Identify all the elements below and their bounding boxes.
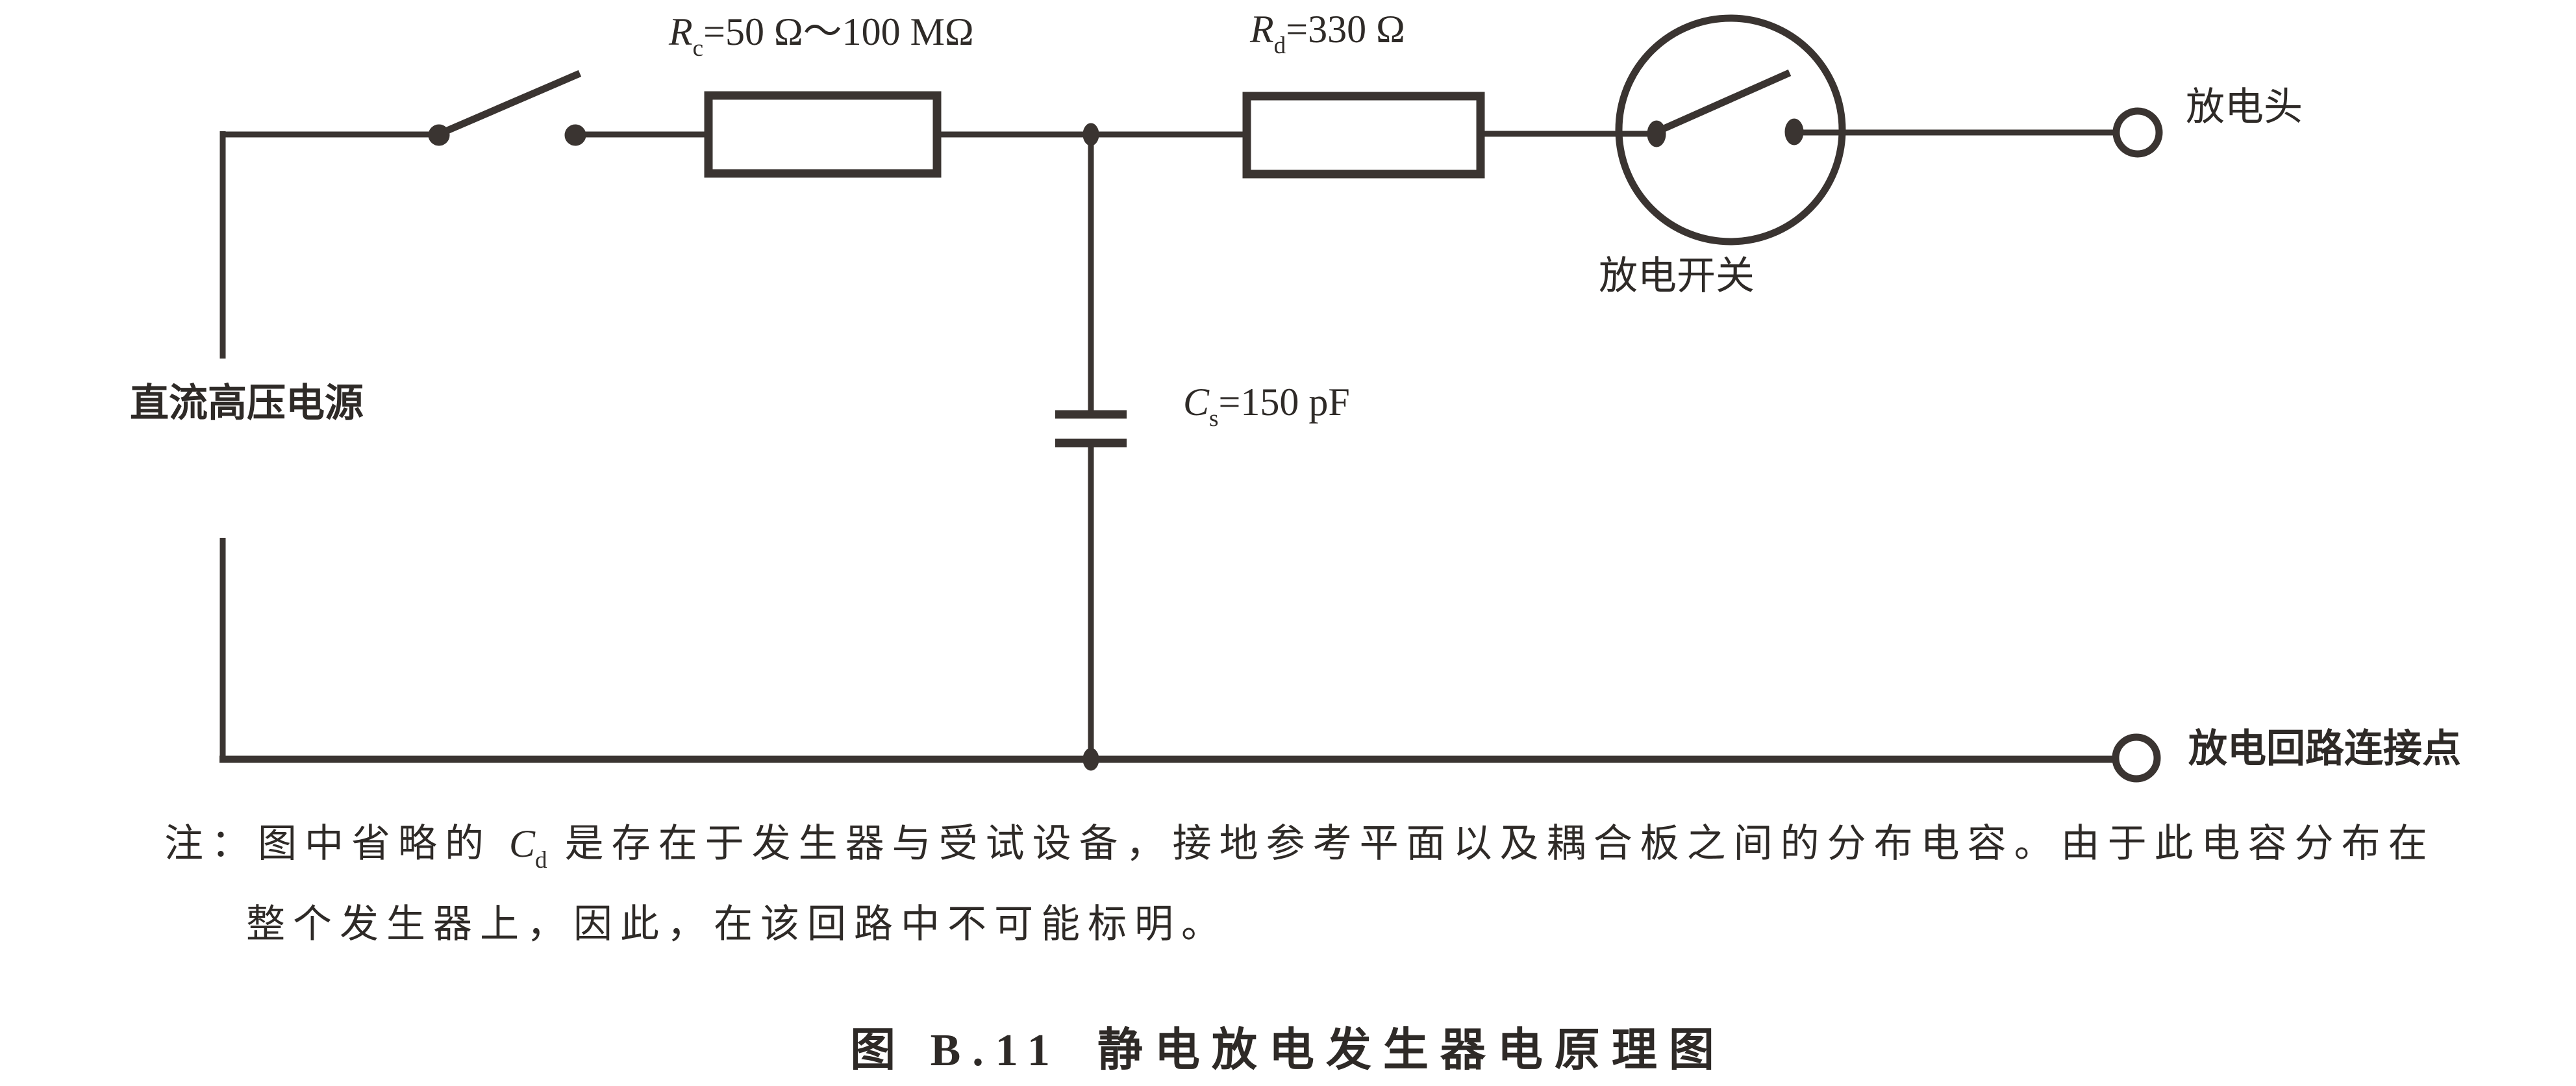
note-line-1: 注：图中省略的 Cd 是存在于发生器与受试设备，接地参考平面以及耦合板之间的分布… bbox=[164, 812, 2435, 873]
discharge-switch-blade bbox=[1660, 69, 1792, 133]
junction-dot-top bbox=[1082, 123, 1099, 146]
rc-subscript: c bbox=[692, 35, 704, 62]
junction-dot-bottom bbox=[1082, 748, 1099, 771]
discharge-switch-circle bbox=[1615, 14, 1846, 246]
discharge-head-label: 放电头 bbox=[2186, 86, 2303, 129]
note-prefix: 注： bbox=[164, 822, 258, 865]
charge-switch-blade bbox=[442, 69, 582, 136]
rd-subscript: d bbox=[1273, 32, 1286, 60]
note-line-2: 整个发生器上，因此，在该回路中不可能标明。 bbox=[246, 903, 1228, 946]
cs-value: =150 pF bbox=[1218, 381, 1350, 423]
discharge-switch-contact-left bbox=[1647, 120, 1666, 147]
rc-value: =50 Ω～100 MΩ bbox=[703, 10, 974, 53]
resistor-rc-box bbox=[704, 91, 942, 178]
caption-number: 图 B.11 bbox=[850, 1026, 1062, 1076]
caption-title: 静电放电发生器电原理图 bbox=[1097, 1026, 1726, 1076]
note-line1-after: 是存在于发生器与受试设备，接地参考平面以及耦合板之间的分布电容。由于此电容分布在 bbox=[547, 822, 2435, 865]
discharge-switch-contact-right bbox=[1784, 118, 1804, 145]
resistor-rd-box bbox=[1242, 92, 1485, 179]
discharge-switch-label: 放电开关 bbox=[1599, 255, 1755, 297]
rc-value-label: Rc=50 Ω～100 MΩ bbox=[669, 10, 974, 61]
return-point-label: 放电回路连接点 bbox=[2188, 727, 2461, 770]
return-point-terminal bbox=[2112, 733, 2161, 783]
note-line1-before: 图中省略的 bbox=[258, 822, 509, 865]
cd-subscript: d bbox=[535, 847, 547, 874]
rd-value: =330 Ω bbox=[1286, 8, 1405, 51]
cs-subscript: s bbox=[1209, 405, 1219, 433]
cd-symbol: C bbox=[509, 822, 536, 865]
discharge-head-terminal bbox=[2112, 107, 2163, 158]
rc-symbol: R bbox=[669, 10, 693, 53]
cs-value-label: Cs=150 pF bbox=[1183, 381, 1350, 431]
rd-symbol: R bbox=[1250, 8, 1274, 51]
figure-caption: 图 B.11 静电放电发生器电原理图 bbox=[850, 1013, 1726, 1079]
charge-switch-contact-right bbox=[564, 124, 586, 146]
cs-symbol: C bbox=[1183, 381, 1210, 423]
dc-supply-label: 直流高压电源 bbox=[130, 382, 364, 425]
rd-value-label: Rd=330 Ω bbox=[1250, 8, 1405, 58]
